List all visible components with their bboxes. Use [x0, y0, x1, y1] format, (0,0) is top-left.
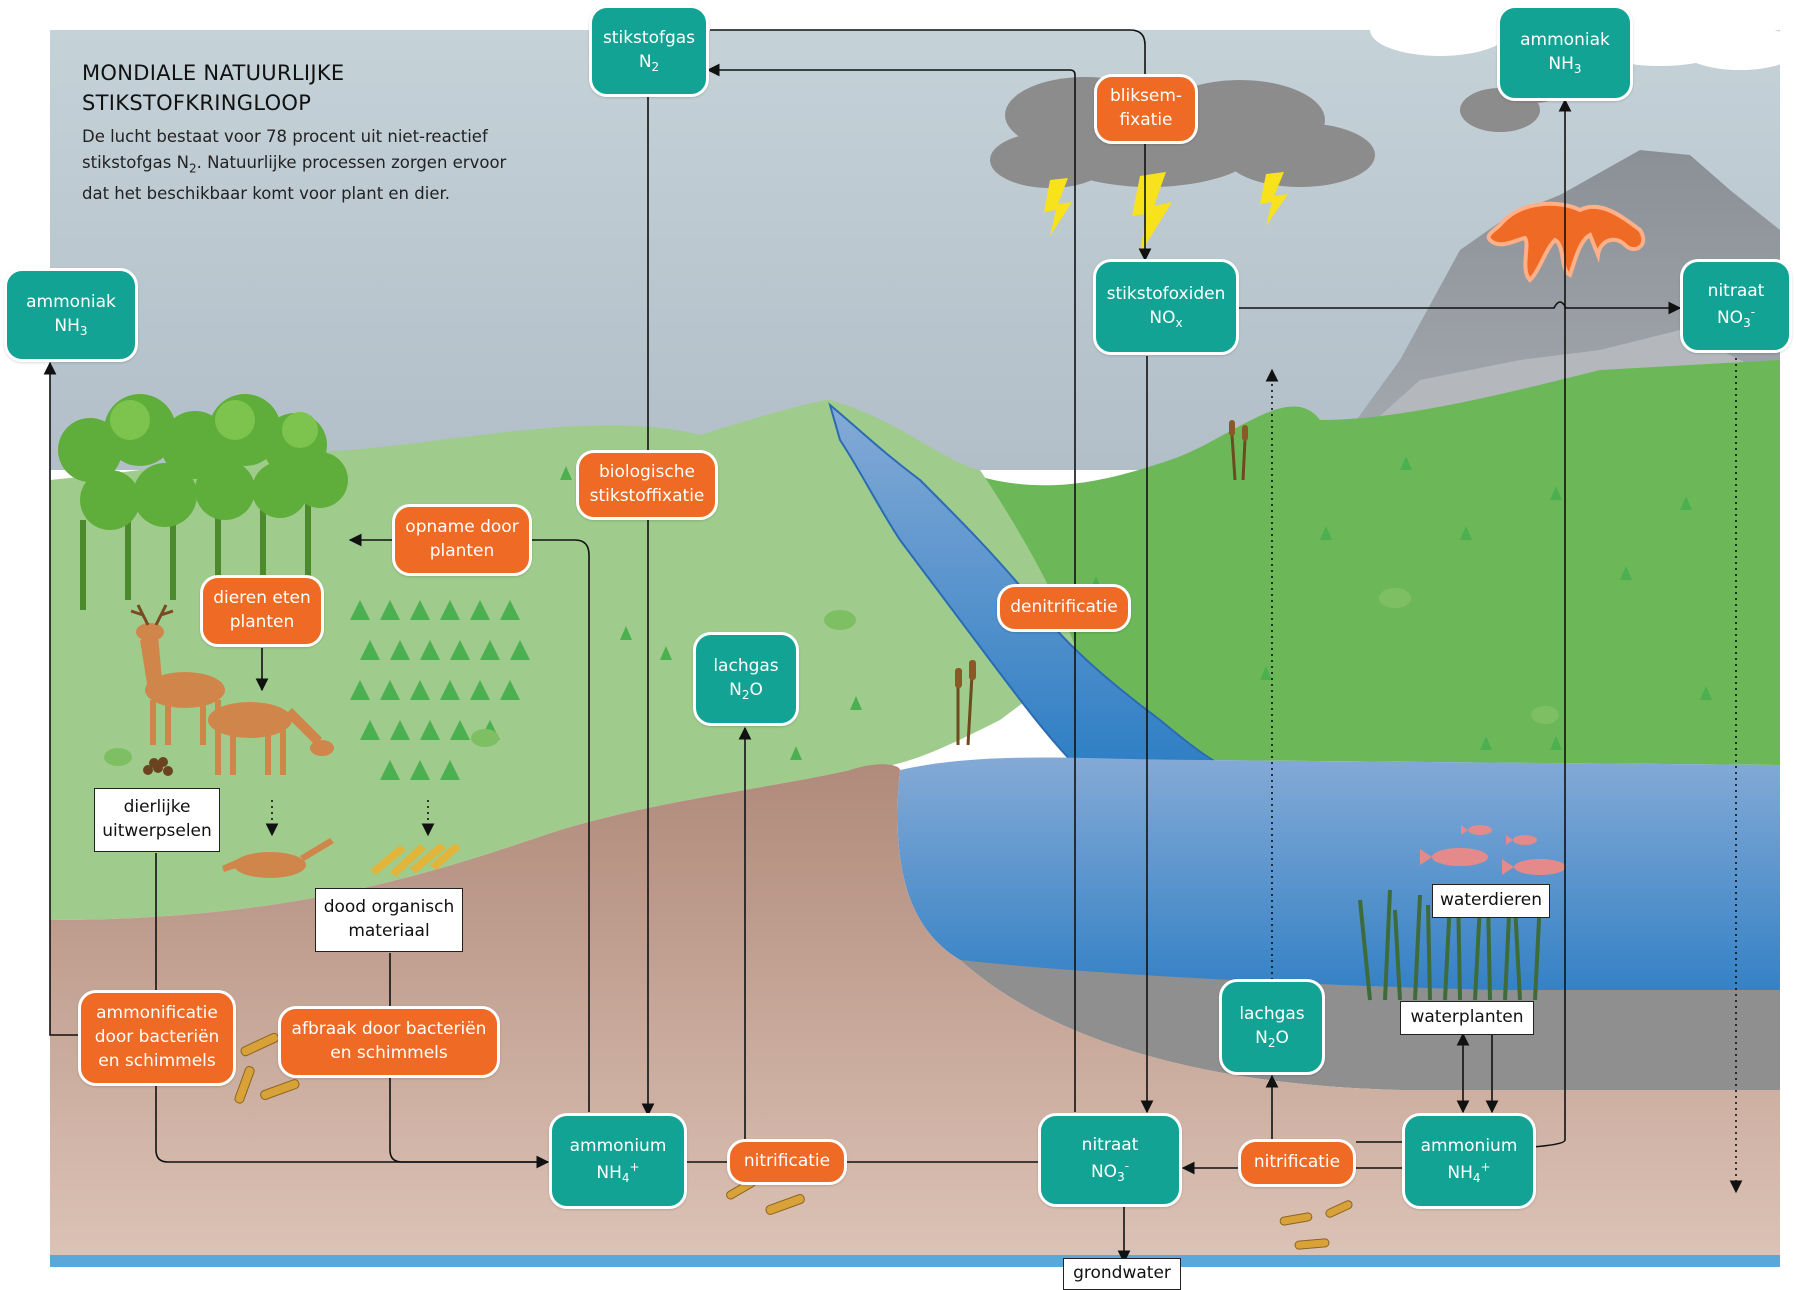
process-denitrificatie-line-1: denitrificatie	[1010, 597, 1118, 618]
process-nitrificatie-left: nitrificatie	[727, 1139, 847, 1185]
compound-ammoniak-left-name: ammoniak	[26, 291, 116, 312]
process-opname-line-1: opname door	[405, 517, 519, 538]
dead-crops	[370, 843, 461, 877]
compound-nitraat-top-name: nitraat	[1707, 281, 1765, 302]
compound-nitraat-top-formula: NO3-	[1716, 305, 1756, 330]
process-biologische-line-2: stikstoffixatie	[589, 486, 705, 506]
crop-field	[350, 600, 530, 780]
process-opname-door-planten: opname door planten	[392, 504, 532, 576]
lake	[897, 757, 1780, 1010]
intro-line-3: dat het beschikbaar komt voor plant en d…	[82, 184, 450, 204]
forest-trees	[58, 394, 348, 610]
compound-ammonium-right-formula: NH4+	[1447, 1160, 1491, 1185]
compound-stikstofgas-name: stikstofgas	[602, 27, 696, 48]
process-dieren-eten-planten: dieren eten planten	[200, 575, 324, 647]
process-nitrificatie-left-line-1: nitrificatie	[743, 1151, 831, 1172]
intro-line-1: De lucht bestaat voor 78 procent uit nie…	[82, 127, 488, 146]
bacteria	[234, 1032, 1353, 1250]
compound-stikstofoxiden-formula: NOx	[1149, 307, 1183, 330]
diagram-title-line-1: MONDIALE NATUURLIJKE	[82, 61, 345, 85]
compound-lachgas-right-name: lachgas	[1239, 1003, 1305, 1024]
deer-antlers	[130, 604, 174, 626]
compound-nitraat-top: nitraat NO3-	[1680, 259, 1792, 353]
grassland-right	[960, 360, 1780, 765]
compound-stikstofgas: stikstofgas N2	[589, 5, 709, 97]
compound-ammoniak-right: ammoniak NH3	[1497, 5, 1633, 101]
label-dood-line-2: materiaal	[348, 921, 430, 941]
soil	[50, 764, 1780, 1260]
process-bliksemfixatie-line-1: bliksem-	[1109, 86, 1183, 107]
compound-stikstofoxiden: stikstofoxiden NOx	[1093, 259, 1239, 355]
label-waterdieren-line-1: waterdieren	[1440, 890, 1542, 911]
intro-line-2: stikstofgas N2. Natuurlijke processen zo…	[82, 153, 507, 176]
label-uitwerpselen-line-1: dierlijke	[123, 797, 191, 818]
fish	[1420, 825, 1566, 875]
process-dieren-line-2: planten	[229, 612, 295, 632]
label-dood-organisch-materiaal: dood organisch materiaal	[315, 888, 463, 952]
process-denitrificatie: denitrificatie	[997, 584, 1131, 632]
process-bliksemfixatie: bliksem- fixatie	[1094, 74, 1198, 144]
title-block: MONDIALE NATUURLIJKE STIKSTOFKRINGLOOP D…	[82, 58, 522, 207]
process-dieren-line-1: dieren eten	[213, 588, 311, 609]
process-nitrificatie-right: nitrificatie	[1238, 1139, 1356, 1187]
lightning-bolts	[1044, 172, 1288, 254]
label-waterplanten-line-1: waterplanten	[1410, 1007, 1524, 1028]
label-dierlijke-uitwerpselen: dierlijke uitwerpselen	[94, 788, 220, 852]
groundwater-strip	[50, 1255, 1780, 1267]
compound-nitraat-bottom-formula: NO3-	[1090, 1159, 1130, 1184]
process-afbraak-line-2: en schimmels	[330, 1043, 448, 1063]
compound-nitraat-bottom: nitraat NO3-	[1038, 1113, 1182, 1207]
compound-ammonium-left: ammonium NH4+	[549, 1113, 687, 1209]
river	[828, 402, 1231, 771]
droppings	[143, 757, 173, 776]
compound-stikstofoxiden-name: stikstofoxiden	[1106, 283, 1226, 304]
compound-ammonium-left-formula: NH4+	[596, 1160, 640, 1185]
process-afbraak: afbraak door bacteriën en schimmels	[278, 1006, 500, 1078]
process-biologische-stikstoffixatie: biologische stikstoffixatie	[576, 450, 718, 520]
compound-ammoniak-right-name: ammoniak	[1520, 29, 1610, 50]
compound-nitraat-bottom-name: nitraat	[1081, 1135, 1139, 1156]
compound-ammoniak-left-formula: NH3	[54, 315, 88, 338]
cattails	[955, 420, 1248, 688]
process-ammonificatie: ammonificatie door bacteriën en schimmel…	[78, 990, 236, 1086]
compound-ammonium-right-name: ammonium	[1420, 1136, 1518, 1157]
water-plants	[1358, 889, 1542, 1001]
label-grondwater-line-1: grondwater	[1073, 1263, 1171, 1284]
label-uitwerpselen-line-2: uitwerpselen	[102, 821, 212, 841]
diagram-title-line-2: STIKSTOFKRINGLOOP	[82, 91, 312, 115]
deer	[136, 623, 334, 775]
cycle-arrows	[43, 29, 1682, 1264]
compound-lachgas-right: lachgas N2O	[1219, 979, 1325, 1075]
dead-deer	[222, 838, 334, 886]
bushes	[104, 588, 1559, 766]
process-ammonificatie-line-3: en schimmels	[98, 1050, 216, 1071]
compound-ammonium-right: ammonium NH4+	[1402, 1113, 1536, 1209]
process-biologische-line-1: biologische	[599, 462, 695, 483]
process-afbraak-line-1: afbraak door bacteriën	[291, 1019, 487, 1040]
process-bliksemfixatie-line-2: fixatie	[1119, 110, 1173, 130]
label-waterplanten: waterplanten	[1400, 1001, 1534, 1035]
compound-lachgas-mid-formula: N2O	[729, 679, 763, 702]
compound-stikstofgas-formula: N2	[638, 51, 660, 74]
label-waterdieren: waterdieren	[1432, 884, 1550, 918]
compound-ammonium-left-name: ammonium	[569, 1136, 667, 1157]
process-ammonificatie-line-2: door bacteriën	[94, 1027, 220, 1048]
intro-text: De lucht bestaat voor 78 procent uit nie…	[82, 124, 522, 207]
label-dood-line-1: dood organisch	[323, 897, 455, 918]
compound-lachgas-mid: lachgas N2O	[693, 632, 799, 726]
compound-lachgas-mid-name: lachgas	[713, 655, 779, 676]
process-ammonificatie-line-1: ammonificatie	[96, 1003, 218, 1024]
reeds	[956, 434, 1247, 746]
compound-ammoniak-left: ammoniak NH3	[4, 268, 138, 362]
label-grondwater: grondwater	[1063, 1258, 1181, 1290]
lake-bed	[960, 960, 1780, 1090]
dotted-arrows	[265, 358, 1743, 1194]
process-nitrificatie-right-line-1: nitrificatie	[1253, 1152, 1341, 1173]
compound-ammoniak-right-formula: NH3	[1548, 53, 1582, 76]
compound-lachgas-right-formula: N2O	[1255, 1027, 1289, 1050]
process-opname-line-2: planten	[429, 541, 495, 561]
